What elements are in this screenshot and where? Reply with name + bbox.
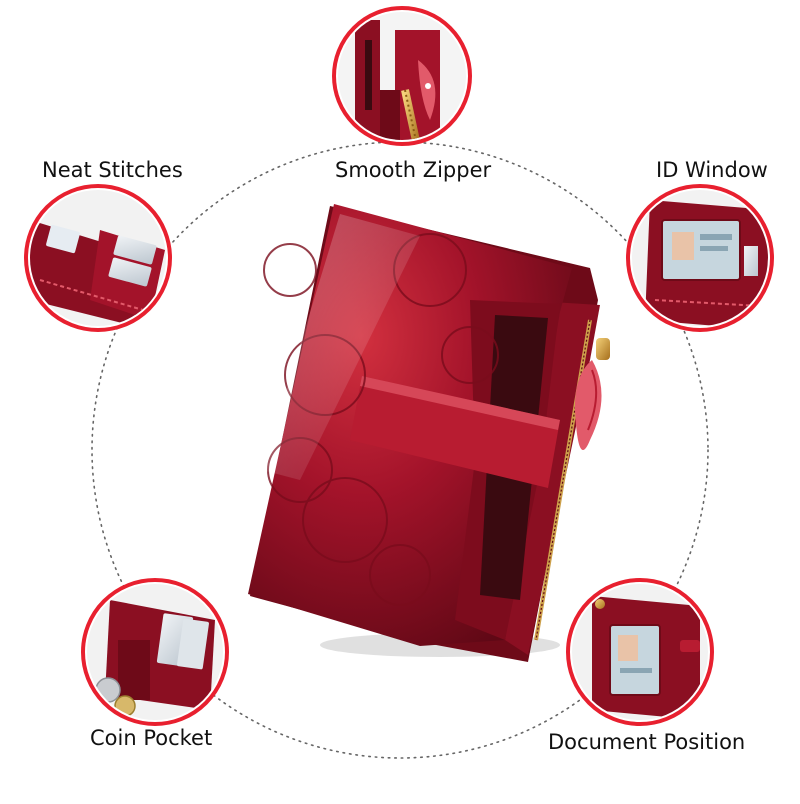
smooth-zipper-label: Smooth Zipper [335,158,492,182]
document-position-label: Document Position [548,730,746,754]
neat-stitches-badge [24,184,172,332]
coin-pocket-label: Coin Pocket [90,726,213,750]
main-wallet-image [248,204,610,662]
coin-pocket-badge [81,578,229,726]
id-window-badge [626,184,774,332]
id-window-label: ID Window [656,158,768,182]
smooth-zipper-badge [332,6,472,146]
neat-stitches-label: Neat Stitches [42,158,183,182]
document-position-badge [566,578,714,726]
